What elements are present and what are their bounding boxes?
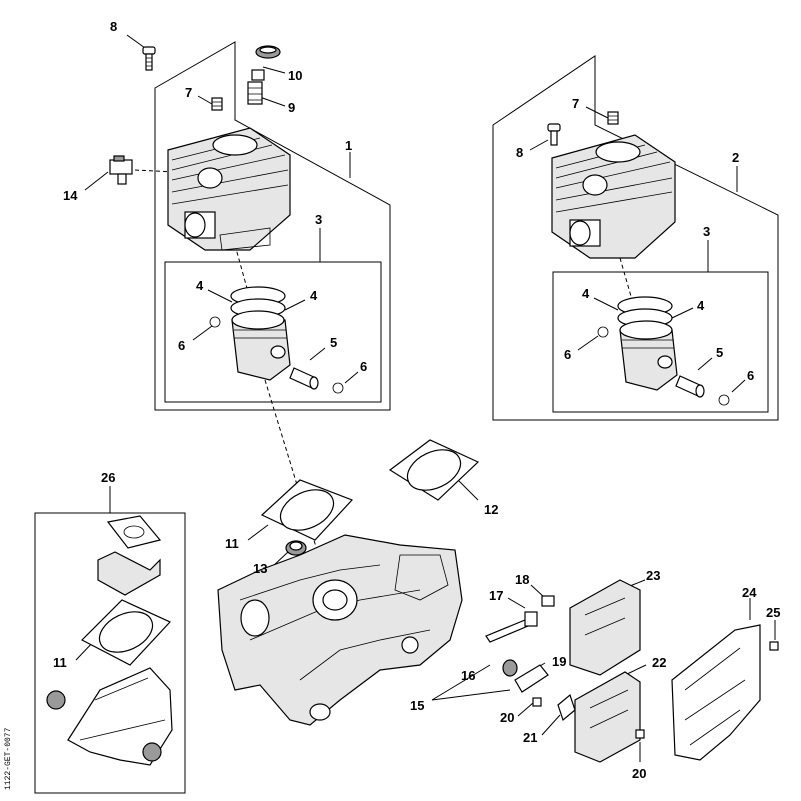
callout-15: 15 (410, 698, 424, 713)
bolt-7b (607, 111, 619, 125)
callout-25: 25 (766, 605, 780, 620)
adjuster-16 (502, 659, 518, 677)
crankcase (217, 534, 463, 726)
callout-19: 19 (552, 654, 566, 669)
callout-12: 12 (484, 502, 498, 517)
bolt-8a (142, 46, 156, 71)
callout-23: 23 (646, 568, 660, 583)
cover-22 (574, 671, 641, 763)
circlip-6d (718, 394, 730, 406)
circlip-6b (332, 382, 344, 394)
callout-14: 14 (63, 188, 78, 203)
callouts: 1 2 3 3 4 4 4 4 5 5 6 6 6 6 7 7 8 8 9 10… (53, 19, 780, 781)
callout-7a: 7 (185, 85, 192, 100)
gasket-11a (260, 479, 354, 541)
callout-11a: 11 (225, 536, 239, 551)
screw-25 (769, 641, 779, 651)
cylinder-1 (167, 127, 291, 251)
callout-8b: 8 (516, 145, 523, 160)
piston-3b (619, 320, 678, 391)
callout-26: 26 (101, 470, 115, 485)
group-frame-1 (154, 41, 391, 411)
callout-8a: 8 (110, 19, 117, 34)
callout-13: 13 (253, 561, 267, 576)
callout-10: 10 (288, 68, 302, 83)
group-frame-2 (492, 55, 779, 421)
callout-18: 18 (515, 572, 529, 587)
bolt-17 (485, 611, 538, 643)
shroud-26 (46, 667, 173, 766)
plate-26 (97, 551, 161, 596)
callout-5b: 5 (716, 345, 723, 360)
clip-21 (557, 693, 576, 722)
plug-10 (255, 45, 281, 59)
gasket-26-small (106, 515, 162, 549)
valve-9 (247, 69, 265, 105)
callout-3a: 3 (315, 212, 322, 227)
callout-5a: 5 (330, 335, 337, 350)
screw-20a (532, 697, 542, 707)
callout-9: 9 (288, 100, 295, 115)
bolt-7a (211, 97, 223, 111)
callout-24: 24 (742, 585, 757, 600)
leader-lines (75, 34, 776, 762)
cylinder-2 (551, 134, 676, 259)
bracket-19 (514, 664, 549, 693)
callout-4b: 4 (310, 288, 318, 303)
callout-7b: 7 (572, 96, 579, 111)
callout-6b: 6 (360, 359, 367, 374)
circlip-6c (597, 326, 609, 338)
pin-5a (289, 367, 319, 390)
callout-1: 1 (345, 138, 352, 153)
circlip-6a (209, 316, 221, 328)
callout-4c: 4 (582, 286, 590, 301)
callout-2: 2 (732, 150, 739, 165)
callout-4d: 4 (697, 298, 705, 313)
nut-18 (541, 595, 555, 607)
gasket-11b (80, 599, 172, 666)
side-reference-code: 1122-GET-0077 (4, 727, 13, 790)
callout-6c: 6 (564, 347, 571, 362)
pin-5b (675, 375, 705, 398)
gasket-12 (388, 439, 480, 501)
callout-4a: 4 (196, 278, 204, 293)
cover-23 (569, 579, 641, 676)
callout-3b: 3 (703, 224, 710, 239)
spark-plug-14 (109, 155, 133, 185)
callout-6d: 6 (747, 368, 754, 383)
callout-20b: 20 (632, 766, 646, 781)
callout-20a: 20 (500, 710, 514, 725)
piston-3a (231, 310, 291, 381)
callout-17: 17 (489, 588, 503, 603)
callout-11b: 11 (53, 655, 67, 670)
bearing-13 (285, 540, 307, 556)
bolt-8b (547, 123, 561, 146)
shroud-24 (671, 624, 761, 761)
callout-16: 16 (461, 668, 475, 683)
callout-6a: 6 (178, 338, 185, 353)
callout-21: 21 (523, 730, 537, 745)
screw-20b (635, 729, 645, 739)
callout-22: 22 (652, 655, 666, 670)
